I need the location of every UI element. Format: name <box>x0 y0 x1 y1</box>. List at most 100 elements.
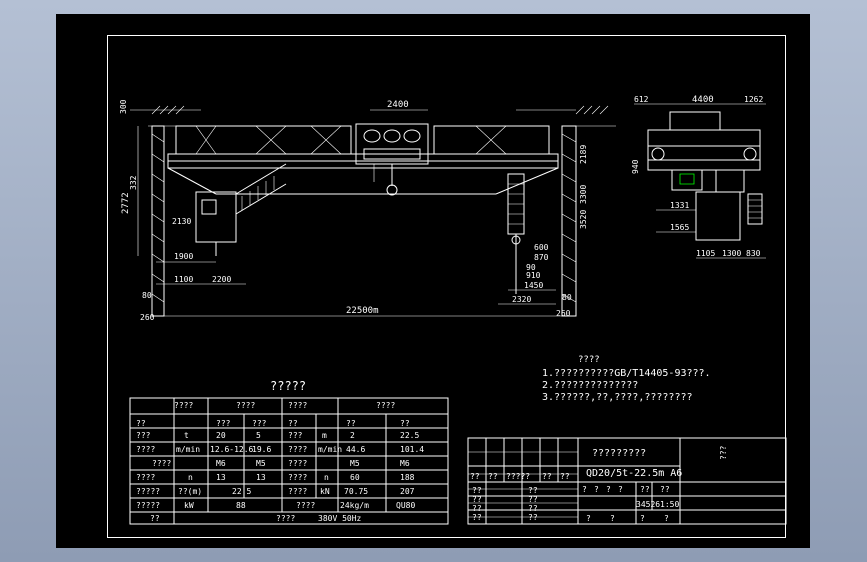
spec-row2-c8: 101.4 <box>400 445 424 454</box>
spec-row2-c5: ???? <box>288 445 307 454</box>
dim-right-260: 260 <box>556 309 571 318</box>
dim-right-870: 870 <box>534 253 549 262</box>
dim-right-600: 600 <box>534 243 549 252</box>
dim-right-90: 90 <box>526 263 536 272</box>
tb-weight: 34526 <box>636 500 660 509</box>
spec-row6-c1: ????? <box>136 501 160 510</box>
side-view: 612 4400 1262 940 1331 1565 1105 1300 83… <box>631 95 766 259</box>
spec-row6-c2: kW <box>184 501 194 510</box>
dim-side-1262: 1262 <box>744 95 763 104</box>
spec-row7-c3: ???? <box>276 514 295 523</box>
spec-row3-c7: M5 <box>350 459 360 468</box>
notes-line-2: 2.?????????????? <box>542 380 638 391</box>
spec-row5-c7: 70.75 <box>344 487 368 496</box>
spec-row4-c3: 13 <box>216 473 226 482</box>
dim-height-2772: 2772 <box>121 192 131 214</box>
tb-mid-row-4: ?? <box>528 513 538 522</box>
notes-heading: ???? <box>578 355 600 365</box>
spec-row2-c6: m/min <box>318 445 342 454</box>
dim-left-1100: 1100 <box>174 275 193 284</box>
tb-scale-label-5: ?? <box>640 485 650 494</box>
spec-row2-c2: m/min <box>176 445 200 454</box>
spec-row3-c1: ???? <box>152 459 171 468</box>
drawing-model: QD20/5t-22.5m A6 <box>586 468 682 479</box>
spec-row6-c3: 88 <box>236 501 246 510</box>
spec-row0-c1: ?? <box>136 419 146 428</box>
spec-row3-c5: ???? <box>288 459 307 468</box>
dim-left-2200: 2200 <box>212 275 231 284</box>
dim-left-2130: 2130 <box>172 217 191 226</box>
spec-row1-c7: 2 <box>350 431 355 440</box>
spec-row1-c3: 20 <box>216 431 226 440</box>
spec-row4-c4: 13 <box>256 473 266 482</box>
title-block: ????????? QD20/5t-22.5m A6 ??? ?? ?? ???… <box>467 437 787 525</box>
dim-right-3300: 3300 <box>579 185 588 204</box>
spec-row5-c3: 22.5 <box>232 487 251 496</box>
group-trolley: ???? <box>288 401 307 410</box>
spec-row6-c7: 24kg/m <box>340 501 369 510</box>
spec-row5-c5: ???? <box>288 487 307 496</box>
dim-left-1900: 1900 <box>174 252 193 261</box>
spec-row1-c2: t <box>184 431 189 440</box>
spec-row4-c1: ???? <box>136 473 155 482</box>
tb-scale-label-4: ? <box>618 485 623 494</box>
spec-row3-c8: M6 <box>400 459 410 468</box>
spec-row1-c6: m <box>322 431 327 440</box>
tb-mid-row-3: ?? <box>528 504 538 513</box>
group-bridge: ???? <box>376 401 395 410</box>
spec-row1-c8: 22.5 <box>400 431 419 440</box>
tb-scale-label-6: ?? <box>660 485 670 494</box>
spec-row4-c6: n <box>324 473 329 482</box>
dim-side-1105: 1105 <box>696 249 715 258</box>
drawing-frame <box>107 35 786 538</box>
spec-row0-c7: ?? <box>346 419 356 428</box>
dim-top-300: 300 <box>119 99 128 114</box>
dim-left-260: 260 <box>140 313 155 322</box>
tb-header-4: ?? <box>542 472 552 481</box>
tb-mid-row-1: ?? <box>528 486 538 495</box>
dim-right-80: 80 <box>562 293 572 302</box>
dim-span: 22500m <box>346 306 379 316</box>
spec-table-title: ????? <box>270 379 306 393</box>
tb-header-3: ????? <box>506 472 530 481</box>
dim-left-332: 332 <box>129 175 138 190</box>
cad-drawing: 2400 300 <box>119 95 787 525</box>
spec-row2-c3: 12.6-12.6 <box>210 445 254 454</box>
company-stamp: ??? <box>719 445 728 460</box>
spec-table: ????? ???? ???? ???? ???? ?? ??? <box>129 379 449 525</box>
spec-row1-c4: 5 <box>256 431 261 440</box>
tb-header-2: ?? <box>488 472 498 481</box>
spec-row5-c8: 207 <box>400 487 415 496</box>
tb-left-row-1: ?? <box>472 486 482 495</box>
spec-row7-c1: ?? <box>150 514 160 523</box>
spec-row5-c1: ????? <box>136 487 160 496</box>
dim-side-940: 940 <box>631 159 640 174</box>
dim-right-3520: 3520 <box>579 210 588 229</box>
group-main: ???? <box>174 401 193 410</box>
drawing-sheet: 2400 300 <box>56 14 810 548</box>
tb-left-row-3: ?? <box>472 504 482 513</box>
dim-right-1450: 1450 <box>524 281 543 290</box>
dim-right-2189: 2189 <box>579 145 588 164</box>
tb-scale-label-1: ? <box>582 485 587 494</box>
tb-mid-row-2: ?? <box>528 495 538 504</box>
spec-row5-c2: ??(m) <box>178 487 202 496</box>
spec-row0-c5: ?? <box>288 419 298 428</box>
dim-side-1331: 1331 <box>670 201 689 210</box>
spec-row4-c8: 188 <box>400 473 415 482</box>
dim-side-612: 612 <box>634 95 649 104</box>
dim-right-910: 910 <box>526 271 541 280</box>
tb-sheet-4: ? <box>664 514 669 523</box>
dim-side-830: 830 <box>746 249 761 258</box>
dim-left-80: 80 <box>142 291 152 300</box>
tb-scale-label-3: ? <box>606 485 611 494</box>
tb-sheet-2: ? <box>610 514 615 523</box>
tb-left-row-4: ?? <box>472 513 482 522</box>
spec-row2-c7: 44.6 <box>346 445 365 454</box>
spec-row2-c4: 19.6 <box>252 445 271 454</box>
spec-row3-c3: M6 <box>216 459 226 468</box>
spec-row4-c5: ???? <box>288 473 307 482</box>
front-view: 2400 300 <box>119 99 616 322</box>
dim-right-2320: 2320 <box>512 295 531 304</box>
group-aux: ???? <box>236 401 255 410</box>
